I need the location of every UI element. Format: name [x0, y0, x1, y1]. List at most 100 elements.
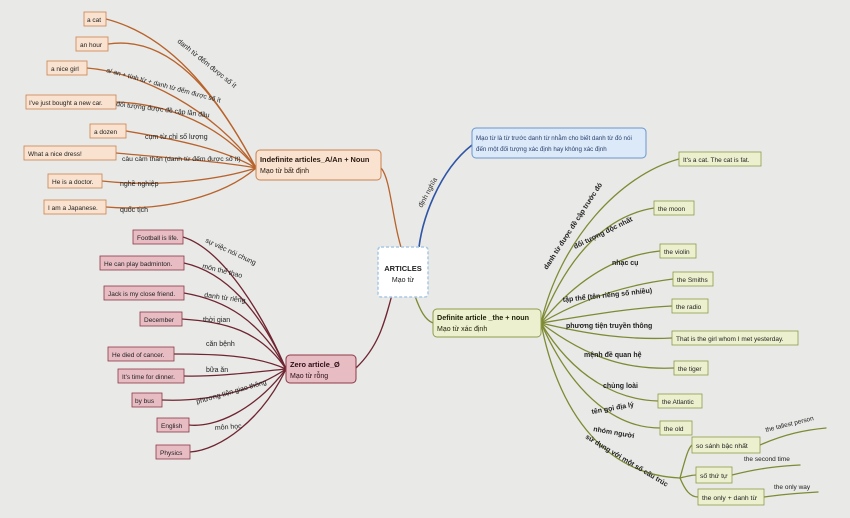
indefinite-example-a-dozen[interactable]: a dozen: [89, 123, 127, 139]
structure-example-only: the only way: [774, 484, 811, 491]
definite-example-violin[interactable]: the violin: [659, 243, 697, 259]
definite-label-1: danh từ được đề cập trước đó: [541, 181, 604, 271]
indefinite-label-6: nghề nghiệp: [120, 179, 159, 188]
indefinite-title: Indefinite articles_A/An + Noun: [260, 155, 370, 164]
indefinite-node[interactable]: Indefinite articles_A/An + Noun Mạo từ b…: [255, 149, 382, 181]
zero-connector: [181, 318, 287, 370]
example-text: English: [161, 423, 183, 430]
definite-connector: [540, 322, 659, 402]
definite-label-9: nhóm người: [593, 426, 635, 440]
indefinite-example-new-car[interactable]: I've just bought a new car.: [25, 94, 117, 110]
example-text: the radio: [676, 304, 702, 311]
zero-node[interactable]: Zero article_Ø Mạo từ rỗng: [285, 354, 357, 384]
zero-example-dinner[interactable]: It's time for dinner.: [117, 368, 185, 384]
example-text: He is a doctor.: [52, 179, 94, 186]
example-text: the Atlantic: [662, 399, 695, 406]
definite-label-6: mệnh đề quan hệ: [584, 350, 642, 359]
definite-example-moon[interactable]: the moon: [653, 200, 695, 216]
indefinite-example-a-cat[interactable]: a cat: [83, 11, 107, 27]
example-text: He died of cancer.: [112, 352, 165, 359]
example-text: a cat: [87, 17, 101, 24]
definition-text-line2: đến một đối tượng xác định hay không xác…: [476, 146, 607, 153]
example-text: by bus: [135, 398, 155, 405]
definite-connector: [679, 477, 699, 498]
zero-label-3: danh từ riêng: [204, 292, 246, 305]
example-text: an hour: [80, 42, 103, 49]
indefinite-label-1: danh từ đếm được số ít: [176, 37, 239, 90]
definite-connector: [679, 474, 697, 479]
definite-connector: [540, 322, 661, 429]
zero-label-8: môn học: [215, 423, 243, 432]
zero-example-jack[interactable]: Jack is my close friend.: [103, 285, 185, 301]
definite-connector: [540, 250, 661, 324]
example-text: What a nice dress!: [28, 151, 82, 158]
structure-superlative[interactable]: so sánh bậc nhất: [691, 436, 761, 454]
center-title: ARTICLES: [384, 264, 422, 273]
center-subtitle: Mạo từ: [392, 277, 415, 284]
definite-connector: [414, 295, 434, 324]
indefinite-label-4: cụm từ chỉ số lượng: [145, 132, 208, 141]
indefinite-example-doctor[interactable]: He is a doctor.: [47, 173, 103, 189]
indefinite-connector: [115, 152, 257, 169]
indefinite-example-a-nice-girl[interactable]: a nice girl: [46, 60, 88, 76]
indefinite-example-an-hour[interactable]: an hour: [75, 36, 109, 52]
zero-connector: [183, 262, 287, 370]
structure-the-only[interactable]: the only + danh từ: [697, 488, 765, 506]
definition-connector: [417, 144, 473, 259]
example-text: a nice girl: [51, 66, 79, 73]
zero-label-7: phương tiện giao thông: [196, 379, 268, 406]
indefinite-connector: [86, 67, 257, 169]
definite-node[interactable]: Definite article _the + noun Mạo từ xác …: [432, 308, 542, 338]
example-text: Football is life.: [137, 235, 179, 242]
example-text: the Smiths: [677, 277, 708, 284]
zero-example-cancer[interactable]: He died of cancer.: [107, 346, 175, 362]
definite-connector: [540, 305, 673, 324]
definite-example-girl[interactable]: That is the girl whom I met yesterday.: [671, 330, 799, 346]
definite-label-7: chủng loài: [603, 383, 638, 390]
zero-subtitle: Mạo từ rỗng: [290, 371, 328, 380]
structure-example-second: the second time: [744, 456, 790, 463]
zero-connector: [188, 368, 287, 426]
indefinite-example-japanese[interactable]: I am a Japanese.: [43, 199, 107, 215]
zero-title: Zero article_Ø: [290, 360, 340, 369]
indefinite-label-3: đối tượng được đề cập lần đầu: [116, 99, 211, 119]
example-text: Jack is my close friend.: [108, 291, 175, 298]
indefinite-subtitle: Mạo từ bất định: [260, 166, 309, 175]
zero-example-by-bus[interactable]: by bus: [131, 392, 163, 408]
definite-connector: [540, 278, 674, 324]
indefinite-connector: [107, 42, 257, 169]
zero-example-december[interactable]: December: [139, 311, 183, 327]
definite-example-smiths[interactable]: the Smiths: [672, 271, 714, 287]
structure-name: the only + danh từ: [702, 495, 757, 502]
definite-example-old[interactable]: the old: [659, 420, 693, 436]
definite-example-atlantic[interactable]: the Atlantic: [657, 393, 703, 409]
indefinite-label-7: quốc tịch: [120, 205, 148, 214]
center-node[interactable]: ARTICLES Mạo từ: [377, 246, 429, 298]
zero-connector: [183, 368, 287, 377]
indefinite-connector: [105, 167, 257, 209]
definite-subtitle: Mạo từ xác định: [437, 326, 487, 333]
example-text: He can play badminton.: [104, 261, 172, 268]
definite-connector: [540, 158, 680, 324]
zero-connector: [183, 292, 287, 370]
indefinite-label-2: a/ an + tính từ + danh từ đếm được số ít: [105, 65, 221, 104]
definition-text-line1: Mạo từ là từ trước danh từ nhằm cho biết…: [476, 135, 632, 142]
zero-label-1: sự việc nói chung: [204, 237, 257, 267]
example-text: I am a Japanese.: [48, 205, 98, 212]
zero-example-badminton[interactable]: He can play badminton.: [99, 255, 185, 271]
zero-example-physics[interactable]: Physics: [155, 444, 191, 460]
definite-example-tiger[interactable]: the tiger: [673, 360, 709, 376]
zero-example-football[interactable]: Football is life.: [132, 229, 184, 245]
definite-example-radio[interactable]: the radio: [671, 298, 709, 314]
definite-title: Definite article _the + noun: [437, 313, 529, 322]
zero-label-6: bữa ăn: [206, 367, 228, 374]
example-text: the violin: [664, 249, 690, 256]
indefinite-example-nice-dress[interactable]: What a nice dress!: [23, 145, 117, 161]
definite-example-cat[interactable]: It's a cat. The cat is fat.: [678, 151, 762, 167]
indefinite-label-5: câu cảm thán (danh từ đếm được số ít): [122, 154, 241, 163]
structure-ordinal[interactable]: số thứ tự: [695, 466, 733, 484]
example-text: Physics: [160, 450, 183, 457]
definition-node[interactable]: Mạo từ là từ trước danh từ nhằm cho biết…: [471, 127, 647, 159]
zero-example-english[interactable]: English: [156, 417, 190, 433]
